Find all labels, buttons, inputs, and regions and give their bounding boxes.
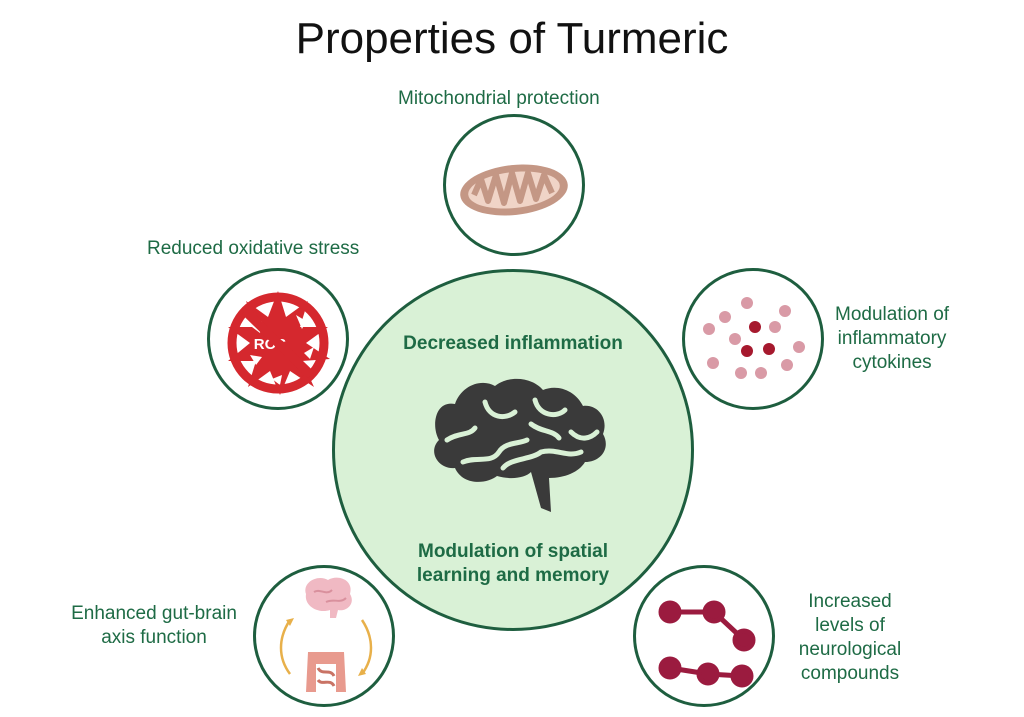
center-top-label: Decreased inflammation — [403, 333, 623, 354]
mitochondria-circle — [443, 114, 585, 256]
compounds-icon — [658, 600, 756, 688]
gut-brain-circle — [253, 565, 395, 707]
label-neurological-compounds: Increased levels of neurological compoun… — [798, 591, 902, 684]
mitochondria-icon — [460, 164, 568, 216]
label-gut-brain-axis: Enhanced gut-brain axis function — [71, 603, 237, 648]
cytokines-circle — [682, 268, 824, 410]
center-circle — [332, 269, 694, 631]
center-bottom-label: Modulation of spatial learning and memor… — [416, 541, 610, 586]
compounds-circle — [633, 565, 775, 707]
label-mitochondrial-protection: Mitochondrial protection — [398, 88, 600, 109]
cytokines-icon — [703, 297, 805, 379]
brain-icon — [434, 378, 606, 512]
label-modulation-cytokines: Modulation of inflammatory cytokines — [835, 304, 950, 373]
ros-icon: ROS — [227, 291, 330, 395]
page-title: Properties of Turmeric — [295, 14, 729, 63]
gut-brain-icon — [279, 577, 373, 692]
ros-circle: ROS — [207, 268, 349, 410]
label-reduced-oxidative-stress: Reduced oxidative stress — [147, 238, 360, 259]
